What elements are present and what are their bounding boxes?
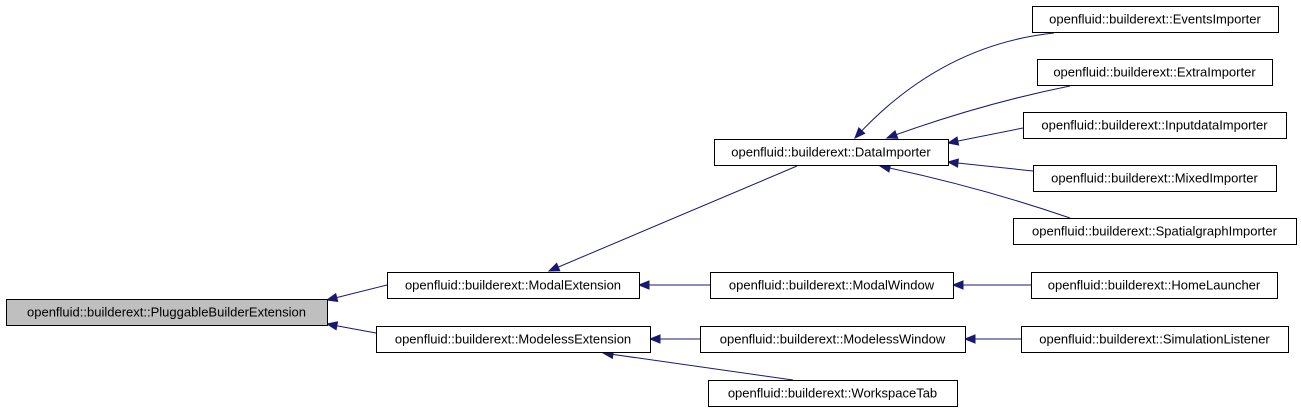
class-label: openfluid::builderext::ExtraImporter [1053, 64, 1256, 79]
class-label: openfluid::builderext::ModalExtension [405, 277, 621, 292]
class-label: openfluid::builderext::ModelessWindow [720, 331, 946, 346]
class-node-inputdata[interactable]: openfluid::builderext::InputdataImporter [1023, 112, 1287, 139]
class-label: openfluid::builderext::InputdataImporter [1041, 117, 1268, 132]
edge-line [854, 32, 1055, 139]
class-box [714, 139, 949, 166]
arrowhead-icon [854, 127, 866, 139]
class-box [1021, 326, 1289, 353]
edge-spatialgraph-to-dataimporter [878, 163, 1071, 219]
edge-line [602, 352, 794, 381]
arrowhead-icon [963, 334, 976, 344]
class-label: openfluid::builderext::MixedImporter [1051, 170, 1258, 185]
class-label: openfluid::builderext::SpatialgraphImpor… [1032, 223, 1278, 238]
class-label: openfluid::builderext::HomeLauncher [1048, 277, 1261, 292]
class-node-mixed[interactable]: openfluid::builderext::MixedImporter [1033, 165, 1277, 192]
edge-mixed-to-dataimporter [946, 158, 1034, 172]
class-node-simlistener[interactable]: openfluid::builderext::SimulationListene… [1021, 326, 1289, 353]
class-node-workspacetab[interactable]: openfluid::builderext::WorkspaceTab [708, 380, 958, 407]
arrowhead-icon [951, 280, 964, 290]
edge-modalwindow-to-modal [637, 280, 710, 290]
class-box [710, 272, 954, 299]
class-box [1033, 165, 1277, 192]
arrowhead-icon [885, 129, 899, 139]
class-box [708, 380, 958, 407]
class-label: openfluid::builderext::EventsImporter [1049, 11, 1261, 26]
class-box [1032, 6, 1279, 33]
class-label: openfluid::builderext::WorkspaceTab [728, 385, 937, 400]
nodes-layer: openfluid::builderext::PluggableBuilderE… [6, 6, 1297, 407]
arrowhead-icon [325, 321, 339, 331]
edge-line [947, 161, 1034, 172]
class-node-homelauncher[interactable]: openfluid::builderext::HomeLauncher [1031, 272, 1278, 299]
edge-extra-to-dataimporter [885, 85, 1071, 139]
class-node-extra[interactable]: openfluid::builderext::ExtraImporter [1037, 59, 1273, 86]
class-box [1031, 272, 1278, 299]
edge-line [879, 165, 1071, 219]
arrowhead-icon [325, 292, 339, 303]
class-node-modelesswindow[interactable]: openfluid::builderext::ModelessWindow [700, 326, 966, 353]
class-box [1037, 59, 1273, 86]
class-box [1023, 112, 1287, 139]
arrowhead-icon [946, 158, 959, 168]
edge-line [548, 165, 798, 272]
class-label: openfluid::builderext::DataImporter [731, 144, 931, 159]
edge-modeless-to-pluggable [325, 321, 377, 334]
arrowhead-icon [648, 334, 661, 344]
edge-line [886, 85, 1071, 139]
edge-modelesswindow-to-modeless [648, 334, 700, 344]
edge-line [947, 127, 1024, 144]
class-label: openfluid::builderext::PluggableBuilderE… [27, 304, 306, 319]
class-box [376, 326, 651, 353]
edge-modal-to-pluggable [325, 284, 388, 303]
edge-dataimporter-to-modal [547, 165, 798, 272]
edge-inputdata-to-dataimporter [946, 127, 1024, 146]
edges-layer [325, 32, 1071, 381]
class-box [6, 299, 328, 326]
class-label: openfluid::builderext::ModelessExtension [395, 331, 631, 346]
class-label: openfluid::builderext::SimulationListene… [1039, 331, 1270, 346]
class-box [700, 326, 966, 353]
class-node-modalwindow[interactable]: openfluid::builderext::ModalWindow [710, 272, 954, 299]
class-node-modeless[interactable]: openfluid::builderext::ModelessExtension [376, 326, 651, 353]
edge-events-to-dataimporter [854, 32, 1055, 139]
arrowhead-icon [946, 136, 960, 146]
edge-simlistener-to-modelesswindow [963, 334, 1021, 344]
class-node-pluggable: openfluid::builderext::PluggableBuilderE… [6, 299, 328, 326]
edge-workspacetab-to-modeless [601, 349, 794, 381]
class-node-events[interactable]: openfluid::builderext::EventsImporter [1032, 6, 1279, 33]
class-box [1013, 218, 1297, 245]
class-node-modal[interactable]: openfluid::builderext::ModalExtension [387, 272, 640, 299]
arrowhead-icon [547, 262, 561, 272]
class-label: openfluid::builderext::ModalWindow [729, 277, 935, 292]
class-node-dataimporter[interactable]: openfluid::builderext::DataImporter [714, 139, 949, 166]
edge-homelauncher-to-modalwindow [951, 280, 1031, 290]
arrowhead-icon [637, 280, 650, 290]
class-box [387, 272, 640, 299]
class-node-spatialgraph[interactable]: openfluid::builderext::SpatialgraphImpor… [1013, 218, 1297, 245]
